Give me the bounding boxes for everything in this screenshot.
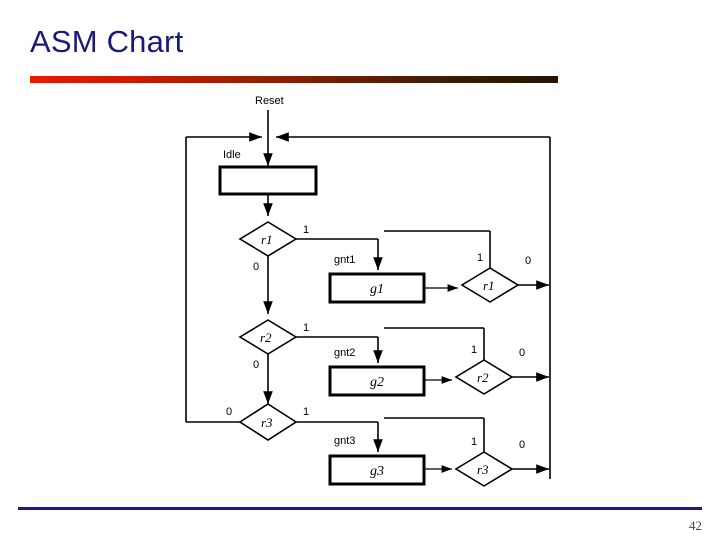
decision-r3-b [454, 451, 514, 487]
reset-label: Reset [255, 95, 284, 107]
decision-r2-b-text: r2 [477, 370, 489, 385]
decision-r1-a-bit-1: 1 [303, 224, 309, 236]
asm-chart-diagram: Reset Idle r1 1 0 gnt1 g1 [0, 88, 720, 488]
decision-r1-b [460, 267, 520, 303]
gnt3-output-text: g3 [370, 464, 384, 479]
decision-r2-a-bit-0: 0 [253, 359, 259, 371]
decision-r3-b-bit-0: 0 [519, 439, 525, 451]
gnt1-state-label: gnt1 [334, 254, 355, 266]
idle-state-label: Idle [223, 149, 241, 161]
decision-r2-a-text: r2 [260, 330, 272, 345]
decision-r2-b [454, 359, 514, 395]
decision-r3-b-text: r3 [477, 462, 489, 477]
decision-r3-b-bit-1: 1 [471, 436, 477, 448]
decision-r1-b-bit-0: 0 [525, 255, 531, 267]
title-underline-bar [30, 76, 558, 83]
decision-r3-a-text: r3 [261, 415, 273, 430]
state-box-gnt3 [328, 454, 426, 486]
decision-r3-a-bit-1: 1 [303, 406, 309, 418]
decision-r3-a [238, 403, 298, 441]
decision-r2-b-bit-1: 1 [471, 344, 477, 356]
state-box-gnt1 [328, 272, 426, 304]
gnt1-output-text: g1 [370, 282, 384, 297]
decision-r2-b-bit-0: 0 [519, 347, 525, 359]
footer-divider [18, 507, 702, 510]
decision-r1-a-text: r1 [261, 232, 273, 247]
decision-r2-a-bit-1: 1 [303, 322, 309, 334]
gnt2-state-label: gnt2 [334, 347, 355, 359]
state-box-gnt2 [328, 365, 426, 397]
decision-r1-b-bit-1: 1 [477, 252, 483, 264]
decision-r1-a-bit-0: 0 [253, 261, 259, 273]
page-number: 42 [689, 518, 702, 533]
decision-r1-b-text: r1 [483, 278, 495, 293]
page-title: ASM Chart [30, 24, 184, 59]
gnt2-output-text: g2 [370, 375, 384, 390]
gnt3-state-label: gnt3 [334, 435, 355, 447]
state-box-idle [218, 165, 318, 196]
decision-r3-a-bit-0: 0 [226, 406, 232, 418]
